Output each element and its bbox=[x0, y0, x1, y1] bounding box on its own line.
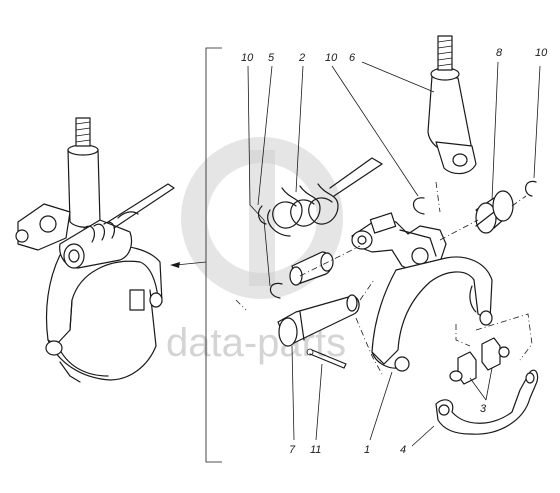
callout-5: 5 bbox=[268, 52, 275, 64]
part-5-pin bbox=[289, 251, 334, 286]
callout-4: 4 bbox=[400, 444, 406, 456]
part-10-retaining-ring-left bbox=[269, 282, 283, 299]
part-10-retaining-ring-right bbox=[525, 180, 537, 197]
callout-8: 8 bbox=[496, 47, 503, 59]
callout-2: 2 bbox=[298, 52, 305, 64]
callout-10-right: 10 bbox=[535, 47, 548, 59]
part-3-sliding-blocks bbox=[449, 337, 510, 385]
part-11-cotter-pin bbox=[306, 348, 347, 369]
part-6-lever-pin bbox=[427, 35, 477, 175]
assembly-dashed-lines bbox=[235, 181, 533, 375]
part-2-torsion-spring bbox=[257, 157, 383, 237]
callout-6: 6 bbox=[349, 52, 356, 64]
assembled-fork-unit bbox=[15, 117, 175, 383]
leader-lines bbox=[247, 61, 541, 447]
part-10-retaining-ring-middle bbox=[412, 197, 425, 215]
part-8-bushing bbox=[475, 190, 514, 234]
part-1-shift-fork bbox=[351, 212, 493, 372]
callout-1: 1 bbox=[364, 444, 370, 456]
part-4-fork-pad bbox=[435, 369, 539, 435]
callout-11: 11 bbox=[310, 444, 321, 456]
callout-10-left: 10 bbox=[241, 52, 254, 64]
callout-10-middle: 10 bbox=[325, 52, 338, 64]
part-7-stepped-pin bbox=[277, 294, 360, 347]
callout-labels: 10 5 2 10 6 8 10 7 11 1 4 3 bbox=[241, 47, 548, 456]
callout-7: 7 bbox=[289, 444, 296, 456]
callout-3: 3 bbox=[480, 403, 487, 415]
assembly-bracket bbox=[170, 47, 222, 463]
